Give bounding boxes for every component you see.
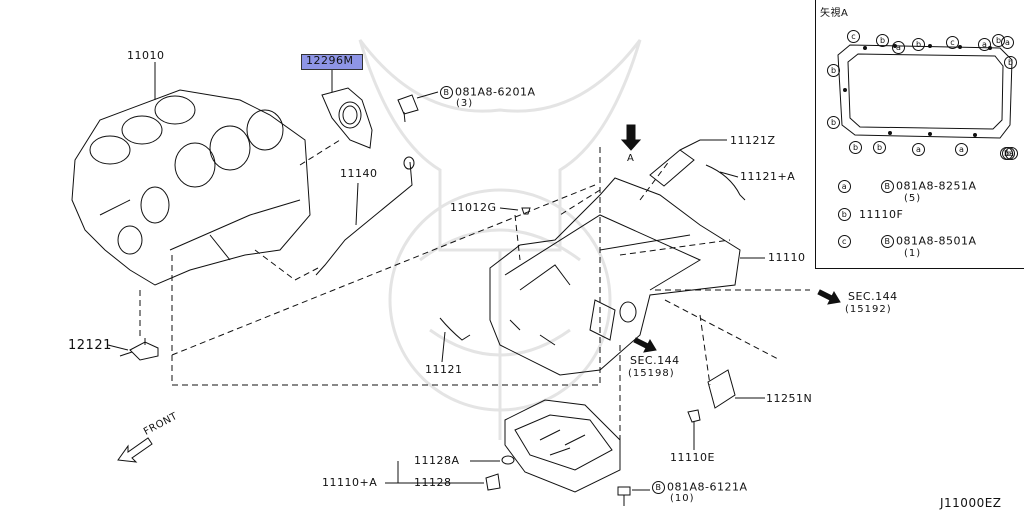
view-a-inset — [815, 0, 1024, 269]
inset-marker-b-icon: b — [912, 38, 925, 51]
cylinder-block — [71, 89, 311, 286]
legend-part-c: 081A8-8501A — [896, 234, 977, 248]
label-11140[interactable]: 11140 — [340, 167, 378, 180]
rear-oil-seal — [321, 87, 373, 149]
label-12121[interactable]: 12121 — [68, 338, 112, 353]
bolt-b-icon: B — [881, 235, 894, 248]
legend-row-b: b 11110F — [838, 208, 903, 221]
inset-marker-a-icon: a — [912, 143, 925, 156]
marker-c-icon: c — [838, 235, 851, 248]
label-sec144-b-ref: (15198) — [628, 368, 675, 379]
inset-marker-b-icon: b — [1004, 56, 1017, 69]
seal-bolt — [397, 94, 419, 123]
bolt-b-icon: B — [440, 86, 453, 99]
label-11110[interactable]: 11110 — [768, 251, 806, 264]
lower-oil-pan — [504, 399, 621, 493]
inset-marker-c-icon: c — [946, 36, 959, 49]
inset-title: 矢視A — [820, 8, 849, 19]
label-11012g[interactable]: 11012G — [450, 201, 497, 214]
drain-plug — [485, 473, 501, 491]
part-number: 081A8-6201A — [455, 85, 536, 99]
diagram-code: J11000EZ — [940, 496, 1002, 510]
gasket-11121a — [705, 164, 746, 201]
highlight-12296m — [301, 54, 363, 70]
inset-marker-b-icon: b — [827, 116, 840, 129]
part-number: 081A8-6121A — [667, 480, 748, 494]
label-11121[interactable]: 11121 — [425, 363, 463, 376]
legend-part-a: 081A8-8251A — [896, 179, 977, 193]
legend-qty-c: (1) — [904, 248, 922, 259]
marker-a-icon: a — [838, 180, 851, 193]
label-11128a[interactable]: 11128A — [414, 454, 460, 467]
inset-marker-a-icon: a — [955, 143, 968, 156]
qty-081a8-6201a: (3) — [456, 98, 474, 109]
inset-marker-a-icon: a — [892, 41, 905, 54]
inset-marker-a-icon: a — [1001, 36, 1014, 49]
legend-part-b: 11110F — [859, 207, 904, 221]
label-11128[interactable]: 11128 — [414, 476, 452, 489]
qty-081a8-6121a: (10) — [670, 493, 695, 504]
drain-washer — [501, 455, 515, 465]
sec-arrow-icon — [817, 289, 841, 305]
label-view-a: A — [627, 153, 635, 164]
inset-marker-b-icon: b — [1002, 147, 1015, 160]
label-11110e[interactable]: 11110E — [670, 451, 715, 464]
dipstick — [315, 156, 415, 276]
inset-marker-b-icon: b — [849, 141, 862, 154]
label-sec144-a-ref: (15192) — [845, 304, 892, 315]
inset-marker-a-icon: a — [978, 38, 991, 51]
label-sec144-a[interactable]: SEC.144 — [848, 290, 898, 303]
label-11110a[interactable]: 11110+A — [322, 476, 378, 489]
bolt-b-icon: B — [652, 481, 665, 494]
view-a-arrow-icon — [620, 124, 642, 151]
bolt-b-icon: B — [881, 180, 894, 193]
plug-11012g — [521, 207, 531, 215]
label-11251n[interactable]: 11251N — [766, 392, 813, 405]
gasket-11121z — [649, 149, 695, 187]
stud-12121 — [119, 338, 159, 361]
label-11121a[interactable]: 11121+A — [740, 170, 796, 183]
label-11010[interactable]: 11010 — [127, 49, 165, 62]
inset-marker-c-icon: c — [847, 30, 860, 43]
pan-bolt — [617, 486, 631, 506]
watermark-logo — [358, 39, 642, 440]
inset-marker-b-icon: b — [873, 141, 886, 154]
label-sec144-b[interactable]: SEC.144 — [630, 354, 680, 367]
legend-qty-a: (5) — [904, 193, 922, 204]
bolt-11110e — [687, 409, 701, 440]
front-arrow-icon — [117, 437, 153, 463]
upper-oil-pan — [489, 177, 741, 376]
inset-marker-b-icon: b — [876, 34, 889, 47]
cover-11251n — [707, 369, 736, 409]
label-12296m[interactable]: 12296M — [306, 54, 354, 67]
label-11121z[interactable]: 11121Z — [730, 134, 776, 147]
sec-arrow-icon — [633, 337, 657, 353]
marker-b-icon: b — [838, 208, 851, 221]
gasket-11121 — [439, 317, 471, 341]
inset-marker-b-icon: b — [827, 64, 840, 77]
